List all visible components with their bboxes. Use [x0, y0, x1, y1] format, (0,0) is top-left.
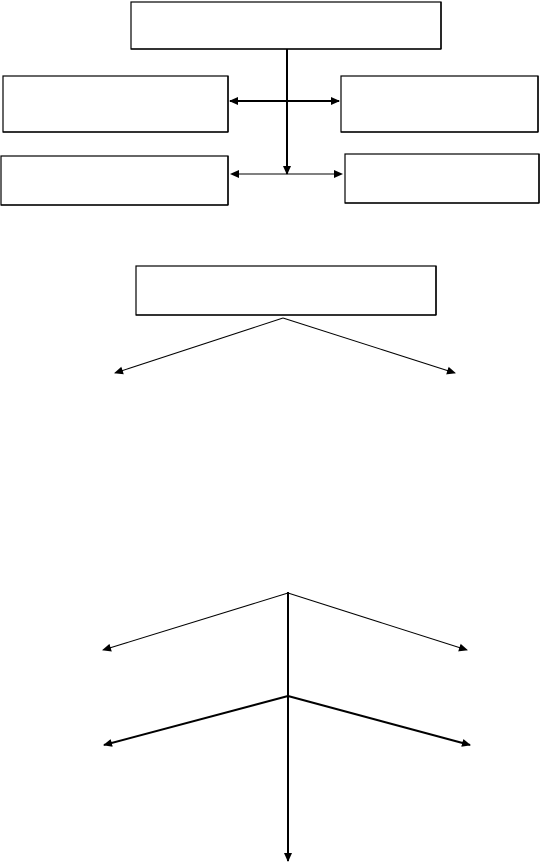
section-top-group	[0, 1, 540, 206]
bottom-upper-left-branch-arrow	[102, 592, 289, 652]
second-center-box	[135, 265, 437, 316]
second-left-diverging-arrow	[114, 317, 284, 375]
middle-right-upper-box	[340, 75, 539, 133]
top-center-box	[130, 1, 442, 50]
bottom-lower-left-branch-arrow	[103, 695, 289, 747]
middle-left-upper-box	[2, 75, 229, 133]
middle-left-lower-box	[0, 155, 229, 206]
section-bottom-group	[102, 592, 471, 862]
bottom-lower-right-branch-arrow	[287, 695, 471, 747]
section-middle-group	[114, 265, 456, 375]
middle-right-lower-box	[344, 153, 540, 204]
bottom-upper-right-branch-arrow	[287, 592, 468, 652]
second-right-diverging-arrow	[282, 317, 456, 375]
